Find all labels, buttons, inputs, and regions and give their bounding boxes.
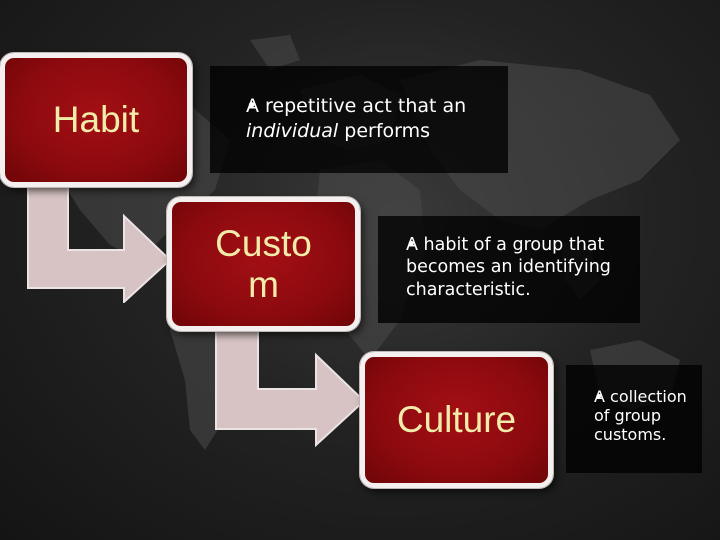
custom-term-line-2: m xyxy=(248,264,279,305)
culture-definition-item: A collection of group customs. xyxy=(576,387,698,445)
bent-arrow-icon xyxy=(215,325,366,448)
custom-box: Custo m xyxy=(167,197,360,331)
culture-term: Culture xyxy=(396,399,517,441)
custom-term-line-1: Custo xyxy=(215,222,312,264)
culture-definition: A collection of group customs. xyxy=(566,365,702,473)
habit-definition: A repetitive act that an individual perf… xyxy=(210,66,508,173)
habit-term: Habit xyxy=(52,99,140,141)
custom-definition: A habit of a group that becomes an ident… xyxy=(378,216,640,323)
custom-definition-item: A habit of a group that becomes an ident… xyxy=(392,234,632,301)
emphasis-word: individual xyxy=(246,119,339,142)
custom-term: Custo m xyxy=(215,223,312,306)
habit-definition-item: A repetitive act that an individual perf… xyxy=(226,94,496,143)
culture-box: Culture xyxy=(360,352,553,488)
bent-arrow-icon xyxy=(27,178,172,303)
habit-box: Habit xyxy=(0,53,192,187)
